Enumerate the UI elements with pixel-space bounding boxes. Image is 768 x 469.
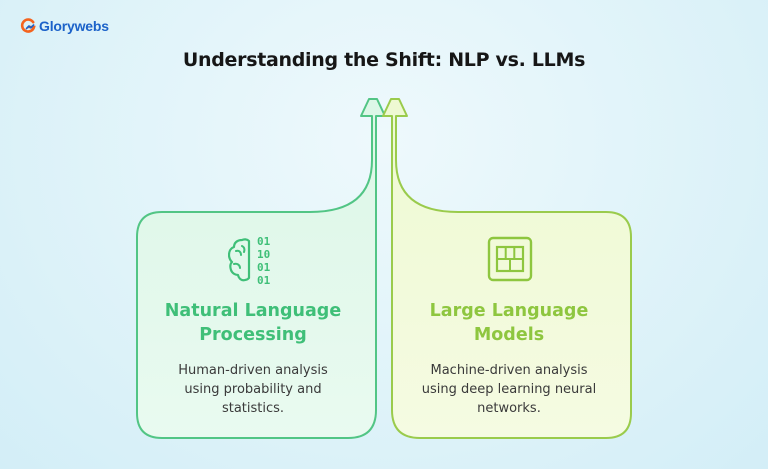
llm-description-line2: using deep learning neural bbox=[421, 382, 597, 397]
brand-logo: Glorywebs bbox=[20, 18, 109, 34]
nlp-description-line2: using probability and bbox=[184, 382, 322, 397]
nlp-card-arrow bbox=[136, 98, 386, 439]
llm-card-arrow bbox=[382, 98, 632, 439]
llm-heading-line2: Models bbox=[473, 325, 545, 345]
llm-heading: Large Language Models bbox=[399, 299, 619, 347]
nlp-description-line3: statistics. bbox=[221, 401, 285, 416]
neural-grid-icon bbox=[487, 236, 533, 282]
brand-name: Glorywebs bbox=[39, 18, 109, 34]
brain-binary-icon: 01 10 01 01 bbox=[228, 235, 271, 284]
binary-row-1: 01 bbox=[257, 235, 271, 248]
glorywebs-logo-icon bbox=[20, 18, 36, 33]
nlp-heading: Natural Language Processing bbox=[143, 299, 363, 347]
llm-description: Machine-driven analysis using deep learn… bbox=[399, 361, 619, 418]
llm-description-line3: networks. bbox=[477, 401, 541, 416]
nlp-heading-line1: Natural Language bbox=[164, 301, 342, 321]
nlp-description: Human-driven analysis using probability … bbox=[143, 361, 363, 418]
nlp-heading-line2: Processing bbox=[199, 325, 307, 345]
binary-row-3: 01 bbox=[257, 261, 271, 274]
llm-heading-line1: Large Language bbox=[429, 301, 589, 321]
llm-description-line1: Machine-driven analysis bbox=[430, 363, 588, 378]
binary-row-2: 10 bbox=[257, 248, 270, 261]
nlp-description-line1: Human-driven analysis bbox=[178, 363, 328, 378]
page-title: Understanding the Shift: NLP vs. LLMs bbox=[182, 49, 586, 71]
binary-row-4: 01 bbox=[257, 274, 271, 284]
